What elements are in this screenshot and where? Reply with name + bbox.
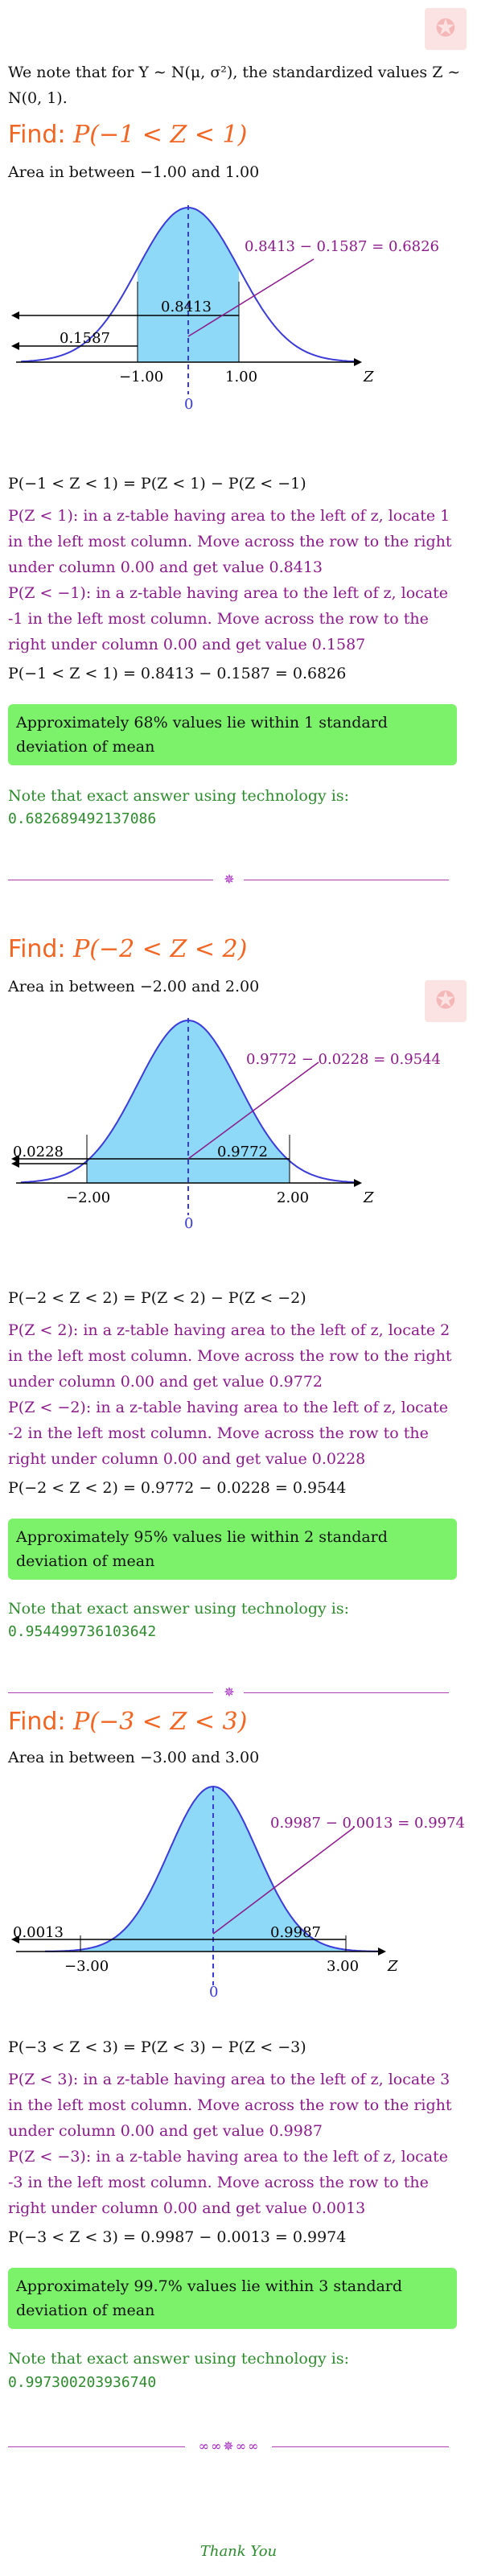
lower-area-label: 0.0228 [13,1144,64,1160]
intro-text: We note that for Y ∼ N(μ, σ²), the stand… [8,64,461,107]
final-divider: ∞∞✵∞∞ [8,2438,449,2454]
upper-area-label: 0.9987 [270,1924,321,1941]
find-expr: P(−2 < Z < 2) [73,935,248,963]
section-divider-1: ✵ [8,872,449,888]
right-tick-label: 2.00 [277,1189,309,1206]
find-label: Find: [8,121,66,149]
lower-area-label: 0.0013 [13,1924,64,1941]
exact-value-3: 0.997300203936740 [8,2374,157,2391]
upper-area-label: 0.9772 [217,1144,268,1160]
zero-label: 0 [209,1984,218,2000]
equation-2b: P(−2 < Z < 2) = 0.9772 − 0.0228 = 0.9544 [8,1479,347,1497]
summary-box-3: Approximately 99.7% values lie within 3 … [8,2268,457,2329]
arrow-lower-head [11,1160,19,1168]
axis-label: Z [387,1958,398,1975]
annotation-label: 0.9987 − 0.0013 = 0.9974 [270,1815,465,1832]
ornament-icon: ∞∞✵∞∞ [198,2438,261,2454]
area-text: Area in between −1.00 and 1.00 [8,163,260,181]
note-3: Note that exact answer using technology … [8,2350,350,2368]
exact-value-2: 0.954499736103642 [8,1623,157,1640]
step-b-2: P(Z < −2): in a z-table having area to t… [8,1399,448,1468]
lower-area-label: 0.1587 [60,330,110,347]
right-tick-label: 3.00 [327,1958,359,1975]
find-heading-2: Find: P(−2 < Z < 2) [8,934,247,966]
arrow-upper-head [11,311,19,319]
equation-3a: P(−3 < Z < 3) = P(Z < 3) − P(Z < −3) [8,2038,306,2056]
section-divider-2: ✵ [8,1684,449,1700]
area-text: Area in between −3.00 and 3.00 [8,1749,260,1766]
axis-arrow [378,1947,386,1956]
equation-1b: P(−1 < Z < 1) = 0.8413 − 0.1587 = 0.6826 [8,665,347,682]
left-tick-label: −2.00 [66,1189,110,1206]
star-badge-icon: ✪ [425,980,467,1022]
step-b-3: P(Z < −3): in a z-table having area to t… [8,2148,448,2217]
arrow-lower-head [11,342,19,350]
axis-label: Z [363,369,374,385]
left-tick-label: −3.00 [64,1958,109,1975]
zero-label: 0 [184,1215,193,1231]
normal-curve-figure-2: 0.9772 − 0.0228 = 0.9544 0.9772 0.0228 −… [11,1018,441,1231]
step-a-2: P(Z < 2): in a z-table having area to th… [8,1321,452,1391]
zero-label: 0 [184,396,193,413]
equation-1a: P(−1 < Z < 1) = P(Z < 1) − P(Z < −1) [8,475,306,493]
find-heading-1: Find: P(−1 < Z < 1) [8,119,247,151]
right-tick-label: 1.00 [225,369,257,385]
normal-curve-figure-1: 0.8413 − 0.1587 = 0.6826 0.8413 0.1587 −… [11,205,439,413]
arrow-upper-head [11,1935,19,1943]
upper-area-label: 0.8413 [161,299,212,315]
normal-curve-figure-3: 0.9987 − 0.0013 = 0.9974 0.9987 0.0013 −… [11,1785,465,2000]
exact-value-1: 0.682689492137086 [8,810,157,827]
step-b-1: P(Z < −1): in a z-table having area to t… [8,584,448,653]
thank-you-text: Thank You [199,2543,278,2560]
summary-box-1: Approximately 68% values lie within 1 st… [8,704,457,765]
axis-arrow [354,1179,362,1187]
note-2: Note that exact answer using technology … [8,1600,350,1618]
note-1: Note that exact answer using technology … [8,787,350,805]
find-label: Find: [8,1708,66,1736]
find-expr: P(−1 < Z < 1) [73,121,248,149]
find-heading-3: Find: P(−3 < Z < 3) [8,1706,247,1738]
step-a-1: P(Z < 1): in a z-table having area to th… [8,507,452,576]
left-tick-label: −1.00 [119,369,163,385]
step-a-3: P(Z < 3): in a z-table having area to th… [8,2071,452,2140]
annotation-pointer [187,1061,319,1160]
axis-arrow [354,358,362,366]
ornament-icon: ✵ [224,872,235,887]
area-text: Area in between −2.00 and 2.00 [8,978,260,995]
star-badge-icon: ✪ [425,8,467,50]
equation-3b: P(−3 < Z < 3) = 0.9987 − 0.0013 = 0.9974 [8,2228,347,2246]
annotation-pointer [212,1827,355,1935]
annotation-label: 0.8413 − 0.1587 = 0.6826 [245,238,439,255]
find-expr: P(−3 < Z < 3) [73,1708,248,1736]
annotation-pointer [187,258,315,337]
find-label: Find: [8,935,66,963]
summary-box-2: Approximately 95% values lie within 2 st… [8,1519,457,1580]
annotation-label: 0.9772 − 0.0228 = 0.9544 [246,1051,441,1068]
ornament-icon: ✵ [224,1684,235,1700]
equation-2a: P(−2 < Z < 2) = P(Z < 2) − P(Z < −2) [8,1289,306,1307]
axis-label: Z [363,1189,374,1206]
